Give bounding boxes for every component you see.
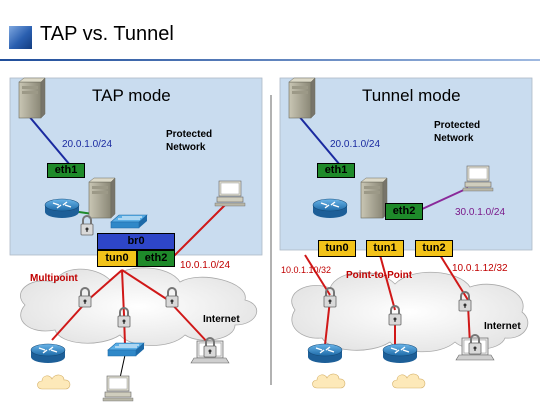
tap-br0-box: br0 (97, 233, 175, 250)
tunnel-lan-blob-1-icon (312, 373, 346, 389)
tunnel-client-router-1-icon (307, 343, 343, 364)
tunnel-eth2-box: eth2 (385, 203, 423, 220)
tap-router-icon (44, 198, 80, 219)
tap-internet-cloud (20, 267, 258, 346)
tunnel-protected-pc-icon (462, 165, 494, 192)
tap-internet-label: Internet (203, 314, 240, 325)
title-rule (0, 59, 540, 61)
tunnel-link-lan (297, 114, 341, 166)
tunnel-lan-server-icon (288, 77, 316, 119)
tap-heading: TAP mode (92, 86, 171, 105)
tap-lan-blob-icon (37, 374, 71, 390)
tunnel-heading: Tunnel mode (362, 86, 461, 105)
tap-link-mp3 (121, 269, 169, 301)
tunnel-lan-blob-2-icon (392, 373, 426, 389)
tunnel-addr-left: 10.0.1.10/32 (281, 265, 332, 275)
tap-lan-server-icon (18, 77, 46, 119)
tap-tun0-box: tun0 (97, 250, 137, 267)
tap-subnet-inet: 10.0.1.0/24 (180, 260, 231, 271)
tunnel-router-icon (312, 198, 348, 219)
tunnel-link-tun1 (379, 254, 396, 311)
tunnel-subnet-eth2: 30.0.1.0/24 (455, 207, 506, 218)
tunnel-internet-cloud (291, 271, 529, 353)
tunnel-tun0-box: tun0 (318, 240, 356, 257)
tunnel-internet-label: Internet (484, 321, 521, 332)
tap-network-label: Network (166, 142, 206, 153)
tap-link-mp1 (87, 269, 123, 301)
tap-protected-pc-icon (214, 180, 246, 207)
tunnel-panel (279, 77, 533, 251)
page-title: TAP vs. Tunnel (40, 23, 174, 45)
tap-protected-label: Protected (166, 129, 213, 140)
tunnel-protected-label: Protected (434, 120, 481, 131)
tap-client-pc-icon (102, 375, 134, 402)
tunnel-tun2-box: tun2 (415, 240, 453, 257)
tap-eth1-box: eth1 (47, 163, 85, 178)
title-logo-square (9, 26, 32, 49)
tunnel-gateway-server-icon (360, 177, 388, 219)
tunnel-network-label: Network (434, 133, 474, 144)
tap-link-lan (27, 114, 71, 166)
tap-client-router-icon (30, 343, 66, 364)
tunnel-addr-right: 10.0.1.12/32 (452, 263, 508, 274)
tunnel-eth1-box: eth1 (317, 163, 355, 178)
tunnel-tun1-box: tun1 (366, 240, 404, 257)
tunnel-p2p-label: Point-to-Point (346, 270, 413, 281)
tunnel-link-tun0 (304, 254, 331, 296)
tap-link-protected (164, 204, 226, 266)
tap-client-switch-icon (107, 342, 145, 357)
tunnel-link-eth2 (419, 187, 469, 211)
tap-subnet-lan: 20.0.1.0/24 (62, 139, 113, 150)
tap-multipoint-label: Multipoint (30, 273, 78, 284)
tap-eth2-box: eth2 (137, 250, 175, 267)
tunnel-client-router-2-icon (382, 343, 418, 364)
tunnel-subnet-lan: 20.0.1.0/24 (330, 139, 381, 150)
tap-gateway-server-icon (88, 177, 116, 219)
